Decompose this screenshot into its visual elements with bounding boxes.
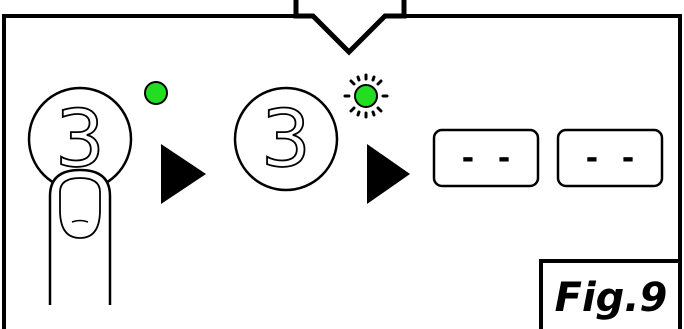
display-2-value: - - bbox=[583, 141, 637, 176]
finger-press-icon bbox=[48, 168, 112, 305]
figure-label-box: Fig.9 bbox=[539, 259, 680, 329]
play-arrow-icon bbox=[367, 144, 410, 204]
button-2[interactable]: 3 bbox=[233, 86, 339, 192]
led-blinking-icon bbox=[343, 73, 389, 119]
display-1-value: - - bbox=[459, 141, 513, 176]
panel-frame bbox=[2, 14, 682, 329]
led-icon bbox=[144, 81, 168, 105]
display-2: - - bbox=[556, 128, 664, 188]
play-arrow-icon bbox=[161, 144, 206, 204]
display-1: - - bbox=[432, 128, 540, 188]
figure-label: Fig.9 bbox=[555, 275, 668, 321]
button-2-number: 3 bbox=[261, 95, 311, 185]
down-arrow-icon bbox=[293, 0, 407, 56]
